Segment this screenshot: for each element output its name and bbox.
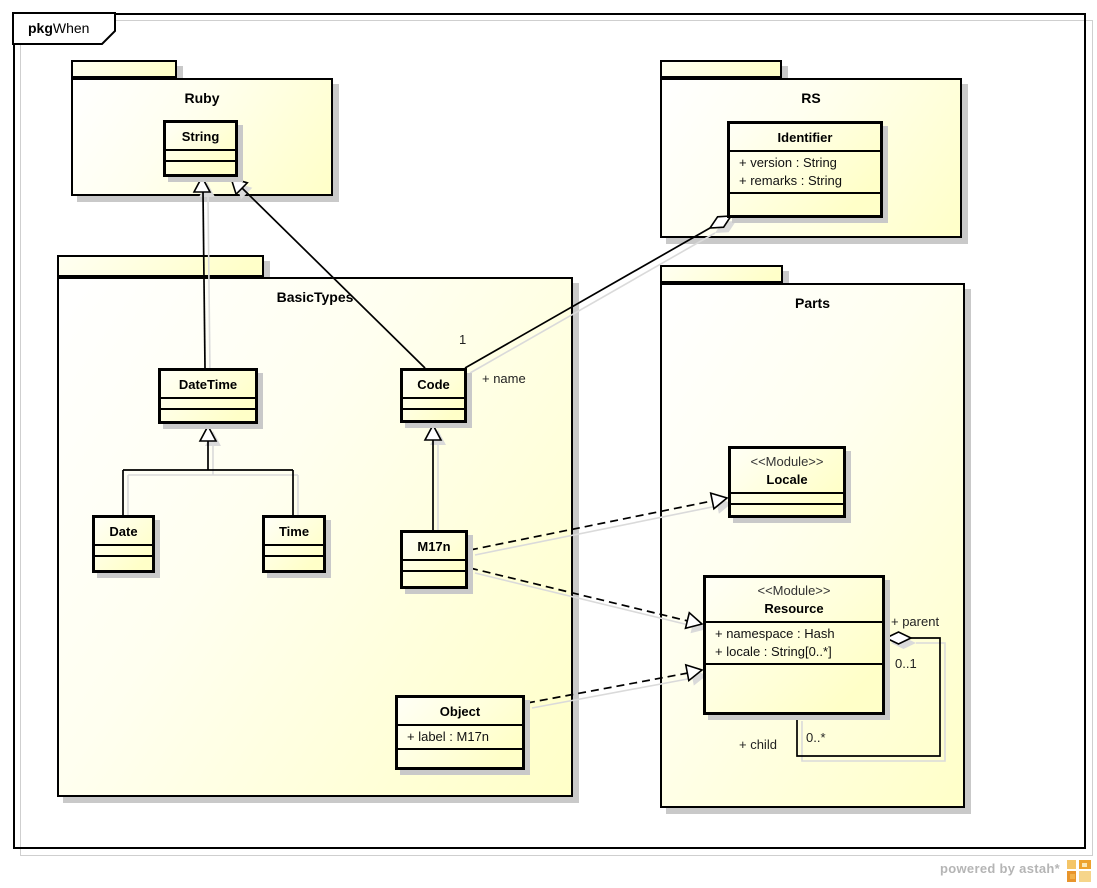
operations-compartment (95, 555, 152, 570)
class-time: Time (262, 515, 326, 573)
attributes-compartment (265, 544, 323, 555)
operations-compartment (706, 663, 882, 712)
attribute: + remarks : String (739, 173, 842, 188)
class-m17n: M17n (400, 530, 468, 589)
operations-compartment (731, 503, 843, 515)
operations-compartment (161, 408, 255, 421)
class-identifier: Identifier + version : String + remarks … (727, 121, 883, 218)
stereotype-label: <<Module>> (750, 454, 824, 469)
attributes-compartment (161, 397, 255, 408)
multiplicity-label: 0..* (806, 730, 826, 745)
operations-compartment (398, 748, 522, 767)
package-tab-rs (660, 60, 782, 78)
multiplicity-label: 0..1 (895, 656, 917, 671)
diagram-frame (13, 13, 1086, 849)
operations-compartment (730, 192, 880, 215)
class-name: Time (278, 524, 310, 539)
watermark-text: powered by astah* (940, 861, 1060, 876)
role-label: + child (739, 737, 777, 752)
attributes-compartment: + label : M17n (398, 724, 522, 748)
frame-name: When (52, 20, 90, 36)
stereotype-label: <<Module>> (757, 583, 831, 598)
attributes-compartment (403, 559, 465, 570)
attribute: + label : M17n (407, 729, 490, 744)
attributes-compartment: + version : String + remarks : String (730, 150, 880, 192)
class-code: Code (400, 368, 467, 423)
class-resource: <<Module>> Resource + namespace : Hash +… (703, 575, 885, 715)
attributes-compartment (403, 397, 464, 408)
attribute: + version : String (739, 155, 837, 170)
class-string: String (163, 120, 238, 177)
role-label: + parent (891, 614, 940, 629)
class-header: <<Module>> Resource (706, 578, 882, 621)
class-name: Locale (766, 472, 808, 487)
attribute: + namespace : Hash (715, 626, 835, 641)
package-tab-ruby (71, 60, 177, 78)
frame-keyword: pkg (28, 20, 53, 36)
class-header: <<Module>> Locale (731, 449, 843, 492)
role-label: + name (482, 371, 526, 386)
frame-title: pkgWhen (28, 20, 89, 36)
attributes-compartment (166, 149, 235, 160)
class-name: M17n (417, 539, 451, 554)
operations-compartment (403, 570, 465, 586)
class-name: DateTime (178, 377, 238, 392)
attributes-compartment (95, 544, 152, 555)
operations-compartment (265, 555, 323, 570)
package-name: Parts (794, 295, 831, 311)
package-tab-basictypes (57, 255, 264, 277)
class-locale: <<Module>> Locale (728, 446, 846, 518)
package-name: RS (801, 90, 821, 106)
class-name: Code (417, 377, 450, 392)
package-name: Ruby (184, 90, 220, 106)
class-name: Object (439, 704, 481, 719)
attributes-compartment: + namespace : Hash + locale : String[0..… (706, 621, 882, 663)
package-name: BasicTypes (276, 289, 354, 305)
class-datetime: DateTime (158, 368, 258, 424)
frame-tab-shape (12, 12, 116, 45)
class-name: Identifier (777, 130, 833, 145)
astah-logo-icon (1066, 859, 1092, 883)
attribute: + locale : String[0..*] (715, 644, 832, 659)
multiplicity-label: 1 (459, 332, 467, 347)
operations-compartment (166, 160, 235, 174)
class-name: Date (109, 524, 138, 539)
class-name: String (181, 129, 220, 144)
attributes-compartment (731, 492, 843, 503)
package-tab-parts (660, 265, 783, 283)
frame-shadow (20, 20, 1093, 856)
operations-compartment (403, 408, 464, 420)
class-name: Resource (764, 601, 824, 616)
class-object: Object + label : M17n (395, 695, 525, 770)
class-date: Date (92, 515, 155, 573)
